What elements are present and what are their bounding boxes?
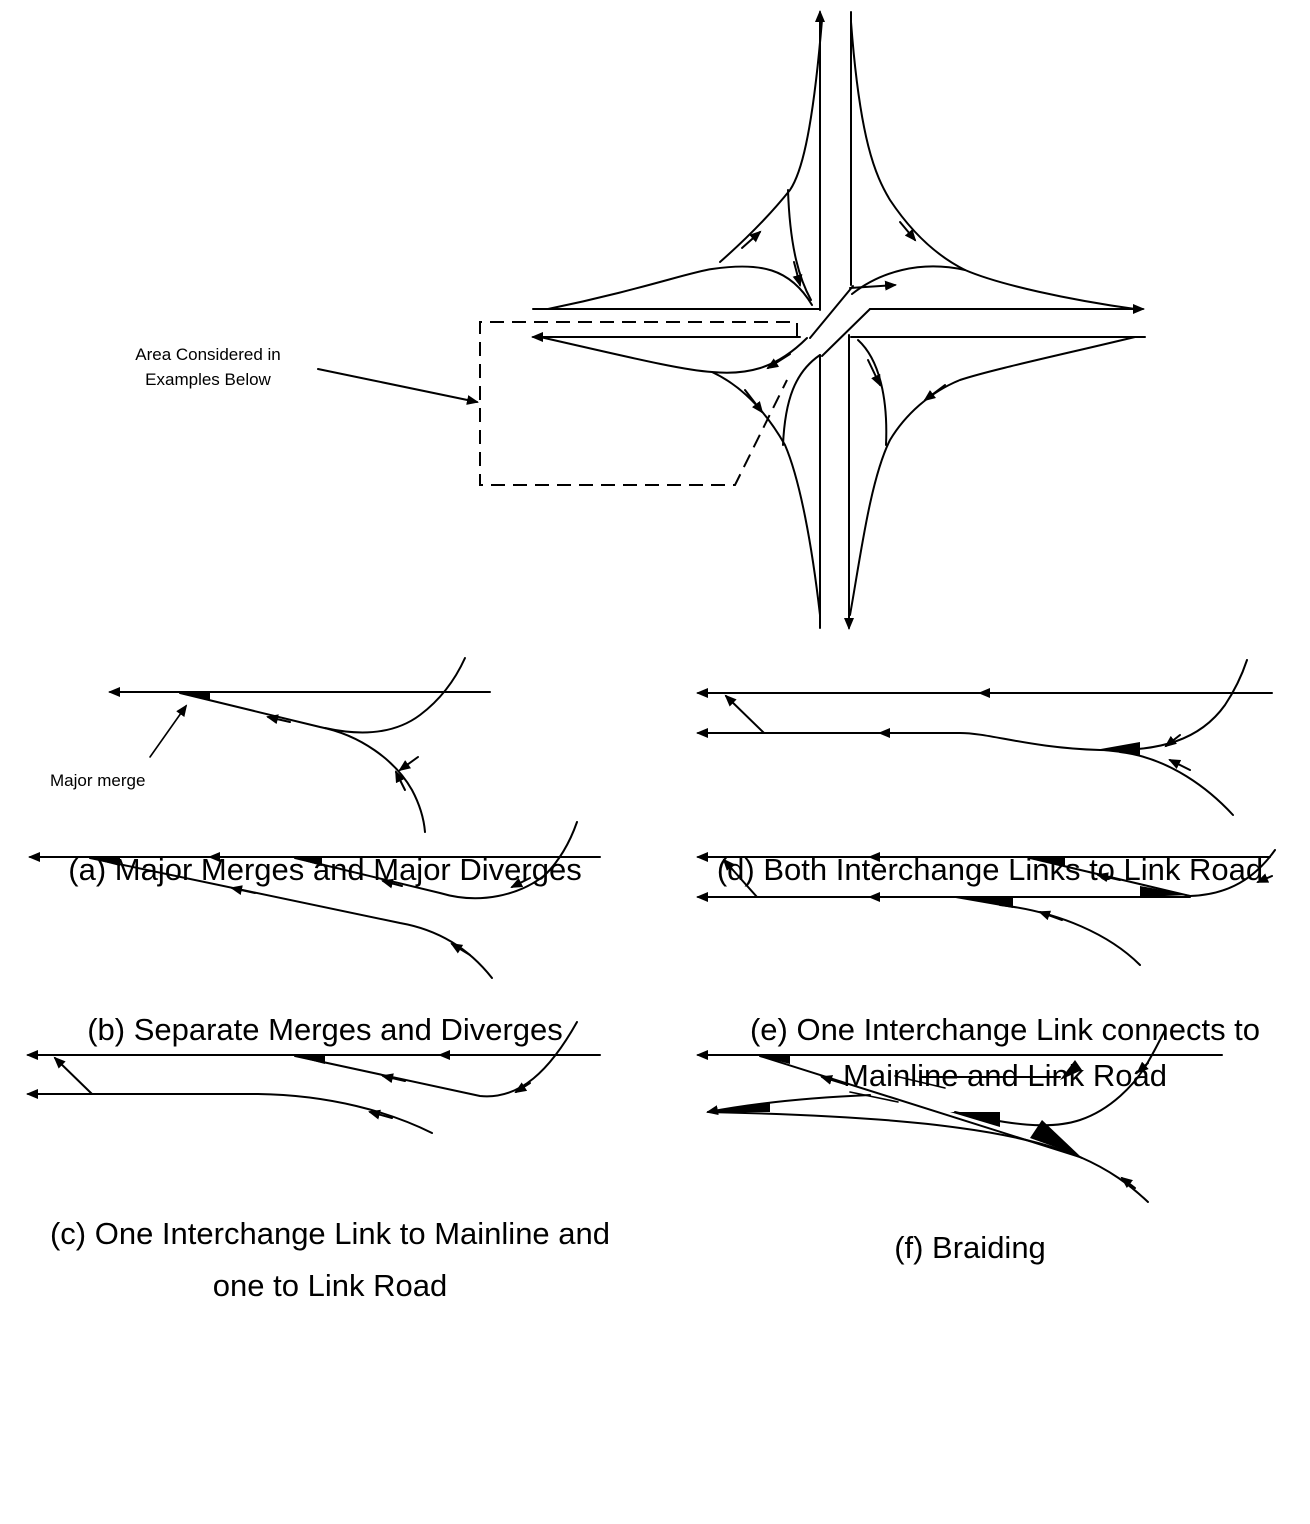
caption-b: (b) Separate Merges and Diverges: [87, 1012, 563, 1047]
caption-c-line-2: one to Link Road: [212, 1268, 448, 1303]
caption-c-line-1: (c) One Interchange Link to Mainline and: [49, 1216, 611, 1251]
diagram-e: [696, 849, 1276, 966]
diagram-b: [28, 821, 601, 979]
interchange-overview: [317, 10, 1146, 630]
area-considered-label: Area Considered in Examples Below: [108, 342, 308, 392]
area-considered-line-1: Area Considered in: [135, 345, 281, 364]
diagram-f: [696, 1029, 1223, 1203]
diagram-d: [696, 659, 1273, 816]
major-merge-label: Major merge: [50, 771, 146, 790]
area-pointer-arrow: [317, 368, 479, 405]
caption-e-line-2: Mainline and Link Road: [843, 1058, 1167, 1093]
area-considered-line-2: Examples Below: [145, 370, 271, 389]
caption-e-line-1: (e) One Interchange Link connects to: [749, 1012, 1261, 1047]
diagram-c: [26, 1021, 601, 1134]
caption-a: (a) Major Merges and Major Diverges: [68, 852, 582, 887]
area-considered-box: [479, 321, 798, 486]
caption-f: (f) Braiding: [894, 1230, 1046, 1265]
major-merge-pointer: [149, 704, 188, 758]
caption-d: (d) Both Interchange Links to Link Road: [716, 852, 1264, 887]
diagram-a: [108, 657, 491, 833]
